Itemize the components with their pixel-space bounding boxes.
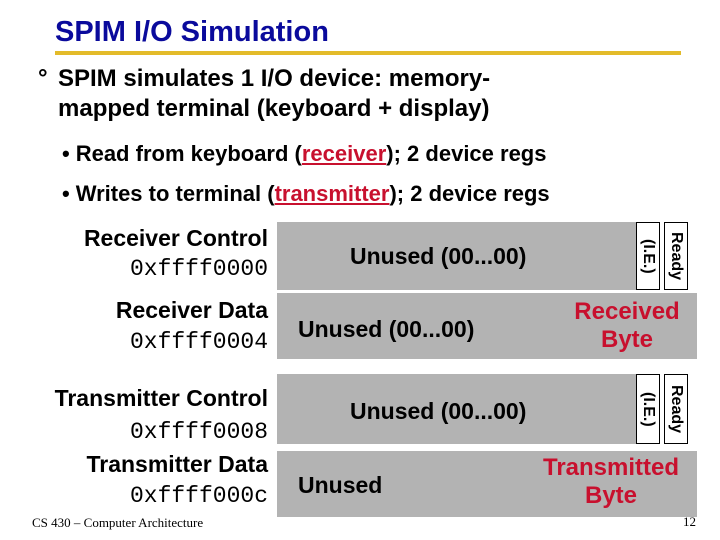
receiver-data-label: Receiver Data <box>115 297 268 323</box>
footer-course: CS 430 – Computer Architecture <box>32 515 204 530</box>
transmitter-control-unused-text: Unused (00...00) <box>350 398 527 424</box>
transmitter-control-unused-field <box>277 374 636 444</box>
received-byte-line1: Received <box>574 298 680 325</box>
ie-label: (I.E.) <box>640 391 657 427</box>
transmitter-control-ready-bit: Ready <box>664 374 688 444</box>
receiver-control-unused-text: Unused (00...00) <box>350 243 527 269</box>
receiver-control-label: Receiver Control <box>83 225 268 251</box>
sub-bullet-text: Read from keyboard ( <box>75 141 302 166</box>
received-byte-field <box>527 293 697 359</box>
receiver-data-unused-field <box>277 293 527 359</box>
sub-bullet-dot: • <box>62 181 70 206</box>
receiver-control-ie-bit: (I.E.) <box>636 222 660 290</box>
transmitted-byte-field <box>527 451 697 517</box>
transmitter-data-unused-field <box>277 451 527 517</box>
receiver-term: receiver <box>301 141 387 166</box>
receiver-data-address: 0xffff0004 <box>129 329 268 355</box>
bullet-mark: ° <box>38 65 48 92</box>
title-underline <box>55 51 681 55</box>
receiver-control-ready-bit: Ready <box>664 222 688 290</box>
sub-bullet-transmitter: •Writes to terminal (transmitter); 2 dev… <box>62 181 550 207</box>
sub-bullet-text: ); 2 device regs <box>386 141 547 166</box>
main-bullet-line1: SPIM simulates 1 I/O device: memory- <box>58 65 491 92</box>
receiver-control-unused-field <box>277 222 636 290</box>
receiver-control-address: 0xffff0000 <box>129 256 268 282</box>
transmitted-byte-line1: Transmitted <box>542 454 680 481</box>
main-bullet: ° SPIM simulates 1 I/O device: memory- ma… <box>38 64 490 124</box>
transmitter-term: transmitter <box>274 181 390 206</box>
main-bullet-line2: mapped terminal (keyboard + display) <box>58 95 490 122</box>
receiver-data-unused-text: Unused (00...00) <box>298 316 475 342</box>
sub-bullet-text: Writes to terminal ( <box>75 181 275 206</box>
page-number: 12 <box>683 514 696 529</box>
transmitted-byte-line2: Byte <box>584 482 638 509</box>
slide-title: SPIM I/O Simulation <box>55 16 329 48</box>
received-byte-line2: Byte <box>600 326 654 353</box>
ie-label: (I.E.) <box>640 238 657 274</box>
ready-label: Ready <box>668 231 685 281</box>
sub-bullet-receiver: •Read from keyboard (receiver); 2 device… <box>62 141 546 167</box>
received-byte-text: Received Byte <box>560 298 694 354</box>
transmitter-control-label: Transmitter Control <box>54 385 268 411</box>
sub-bullet-text: ); 2 device regs <box>389 181 550 206</box>
transmitted-byte-text: Transmitted Byte <box>528 454 694 510</box>
transmitter-data-unused-text: Unused <box>298 472 383 498</box>
transmitter-data-label: Transmitter Data <box>86 451 268 477</box>
ready-label: Ready <box>668 384 685 434</box>
transmitter-control-address: 0xffff0008 <box>129 419 268 445</box>
transmitter-data-address: 0xffff000c <box>129 483 268 509</box>
transmitter-control-ie-bit: (I.E.) <box>636 374 660 444</box>
sub-bullet-dot: • <box>62 141 70 166</box>
